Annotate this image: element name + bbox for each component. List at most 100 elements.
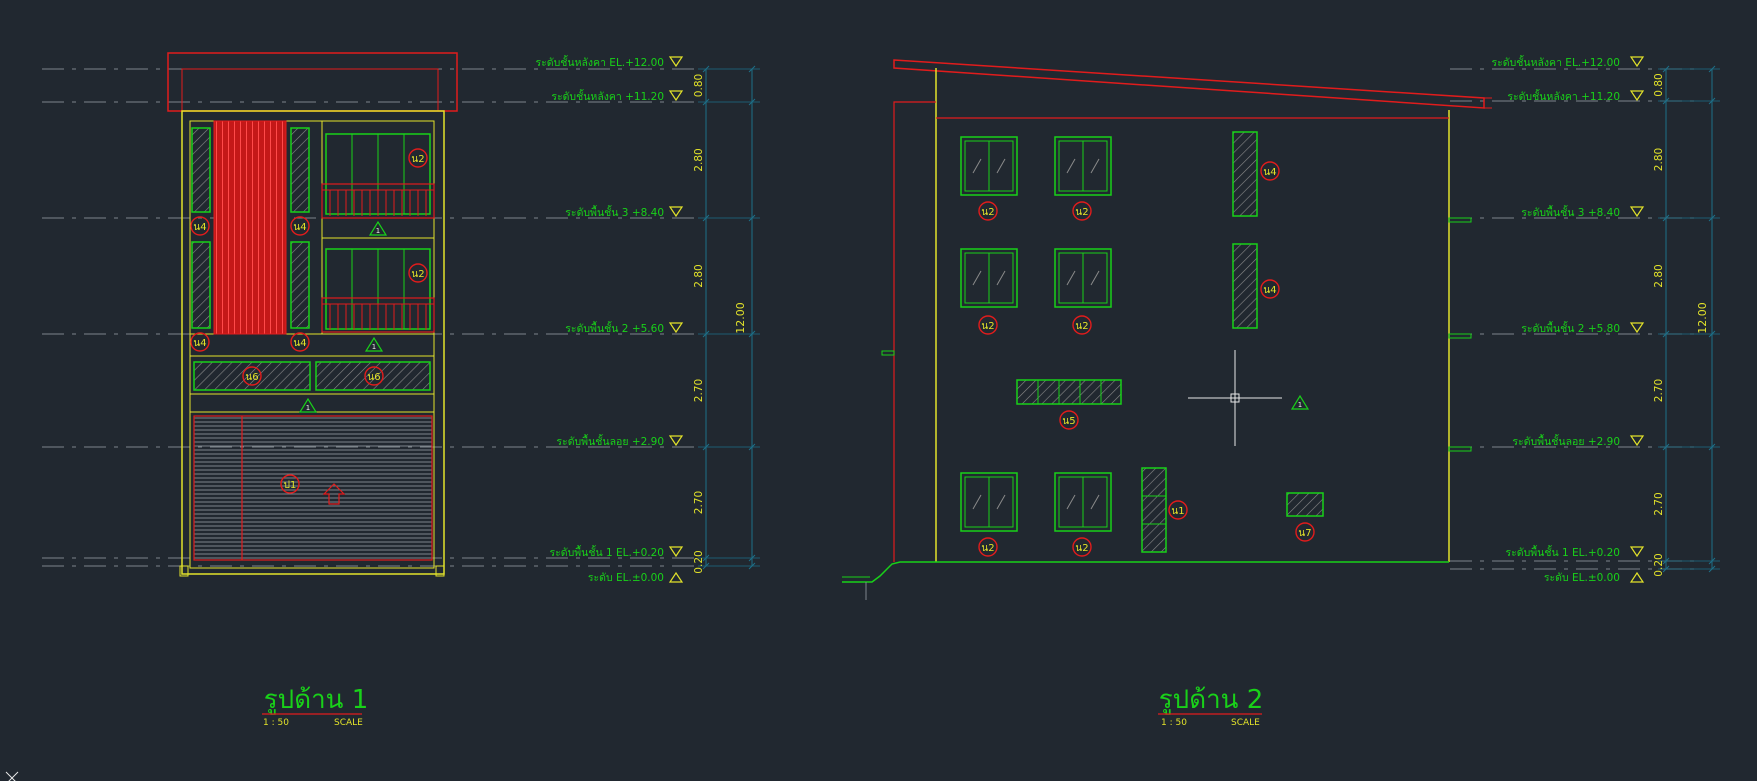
dimension-value: 2.70 bbox=[693, 491, 705, 514]
dimension-chain-right: 0.802.802.802.702.700.20 bbox=[1653, 65, 1720, 577]
level-labels-right: ระดับชั้นหลังคา EL.+12.00 ระดับชั้นหลังคา… bbox=[1492, 55, 1645, 584]
window-tag-circle bbox=[1072, 315, 1092, 335]
level-label: ระดับพื้นชั้น 1 EL.+0.20 bbox=[1505, 545, 1620, 559]
section-marker-icon bbox=[1290, 394, 1310, 410]
dimension-value: 2.70 bbox=[1653, 492, 1665, 515]
section-marker-label: 1 bbox=[1298, 401, 1302, 409]
level-marker-down-icon bbox=[1629, 435, 1645, 447]
window-tag-label: น2 bbox=[981, 321, 994, 332]
window-tag-circle bbox=[1072, 201, 1092, 221]
dimension-value: 0.80 bbox=[693, 74, 705, 97]
window-tag-circle bbox=[408, 148, 428, 168]
section-marker-label: 1 bbox=[306, 404, 310, 412]
window-tag-label: น4 bbox=[193, 222, 206, 233]
window-tag-label: ป1 bbox=[284, 480, 297, 491]
window-tag-circle bbox=[190, 332, 210, 352]
double-window bbox=[960, 248, 1018, 308]
window-tag-label: น2 bbox=[981, 543, 994, 554]
dimension-value: 2.70 bbox=[1653, 379, 1665, 402]
section-marker-icon bbox=[298, 397, 318, 413]
dimension-value: 0.20 bbox=[693, 550, 705, 573]
elevation-1 bbox=[42, 52, 700, 577]
window-tag-circle bbox=[290, 216, 310, 236]
window-tag-circle bbox=[280, 474, 300, 494]
level-label: ระดับชั้นหลังคา EL.+12.00 bbox=[536, 55, 665, 69]
window-tag-label: น2 bbox=[1075, 321, 1088, 332]
level-lines-left bbox=[42, 68, 700, 567]
side-windows-left bbox=[191, 127, 310, 329]
window-tag-label: น4 bbox=[1263, 167, 1276, 178]
section-marker-label: 1 bbox=[372, 343, 376, 351]
window-tag-label: น7 bbox=[1298, 528, 1311, 539]
dimension-value: 2.70 bbox=[693, 379, 705, 402]
strip-window bbox=[1016, 379, 1122, 405]
level-labels-left: ระดับชั้นหลังคา EL.+12.00 ระดับชั้นหลังคา… bbox=[536, 55, 684, 584]
window-tag-circle bbox=[978, 537, 998, 557]
section-markers-right: 1 bbox=[1290, 394, 1310, 410]
level-label: ระดับชั้นหลังคา +11.20 bbox=[551, 89, 664, 103]
level-label: ระดับพื้นชั้นลอย +2.90 bbox=[556, 434, 664, 448]
tall-window-3f bbox=[1232, 131, 1258, 217]
window-tag-label: น4 bbox=[293, 338, 306, 349]
elevation-2-scale: 1 : 50 bbox=[1161, 718, 1187, 728]
slanted-roof bbox=[893, 59, 1485, 109]
window-tag-label: น4 bbox=[293, 222, 306, 233]
roof-edge bbox=[181, 68, 439, 112]
window-tag-label: น2 bbox=[411, 269, 424, 280]
dimension-chain-left: 0.802.802.802.702.700.20 bbox=[693, 65, 760, 574]
elevation-1-scale-word: SCALE bbox=[334, 718, 363, 728]
level-marker-down-icon bbox=[668, 56, 684, 68]
level-label: ระดับชั้นหลังคา +11.20 bbox=[1507, 89, 1620, 103]
section-marker-icon bbox=[368, 220, 388, 236]
level-label: ระดับพื้นชั้น 1 EL.+0.20 bbox=[549, 545, 664, 559]
level-marker-up-icon bbox=[1629, 571, 1645, 583]
stacked-window bbox=[1141, 467, 1167, 553]
total-dim-right: 12.00 bbox=[1696, 302, 1709, 334]
level-marker-down-icon bbox=[668, 435, 684, 447]
level-marker-down-icon bbox=[1629, 90, 1645, 102]
window-tag-circle bbox=[1168, 500, 1188, 520]
window-tag-label: น4 bbox=[1263, 285, 1276, 296]
level-marker-down-icon bbox=[668, 322, 684, 334]
right-windows bbox=[960, 136, 1112, 532]
level-marker-down-icon bbox=[668, 206, 684, 218]
level-marker-down-icon bbox=[668, 546, 684, 558]
tall-window-2f bbox=[1232, 243, 1258, 329]
building-outline-left bbox=[181, 110, 445, 575]
dimension-value: 0.80 bbox=[1653, 73, 1665, 96]
window-tag-label: น4 bbox=[193, 338, 206, 349]
title-block-2: รูปด้าน 2 1 : 50 SCALE bbox=[1158, 685, 1263, 728]
dimension-value: 2.80 bbox=[693, 264, 705, 287]
level-label: ระดับพื้นชั้น 3 +8.40 bbox=[565, 205, 664, 219]
level-marker-up-icon bbox=[668, 571, 684, 583]
window-tag-circle bbox=[242, 366, 262, 386]
window-tag-circle bbox=[408, 263, 428, 283]
window-tag-label: น2 bbox=[411, 154, 424, 165]
level-marker-down-icon bbox=[1629, 56, 1645, 68]
level-label: ระดับพื้นชั้น 3 +8.40 bbox=[1521, 205, 1620, 219]
level-marker-down-icon bbox=[668, 90, 684, 102]
elevation-2-title: รูปด้าน 2 bbox=[1159, 685, 1264, 715]
window-tag-label: น2 bbox=[1075, 543, 1088, 554]
level-marker-down-icon bbox=[1629, 546, 1645, 558]
dimension-value: 2.80 bbox=[1653, 148, 1665, 171]
window-tag-circle bbox=[290, 332, 310, 352]
ucs-icon bbox=[5, 771, 19, 781]
rolling-shutter-door bbox=[193, 415, 433, 561]
level-marker-down-icon bbox=[1629, 322, 1645, 334]
elevation-1-title: รูปด้าน 1 bbox=[264, 685, 369, 715]
window-tag-circle bbox=[978, 315, 998, 335]
section-marker-label: 1 bbox=[376, 227, 380, 235]
window-tag-circle bbox=[1072, 537, 1092, 557]
title-block-1: รูปด้าน 1 1 : 50 SCALE bbox=[262, 685, 368, 728]
double-window bbox=[960, 136, 1018, 196]
elevation-2 bbox=[842, 59, 1700, 600]
double-window bbox=[1054, 472, 1112, 532]
window-tag-label: น2 bbox=[981, 207, 994, 218]
level-label: ระดับชั้นหลังคา EL.+12.00 bbox=[1492, 55, 1621, 69]
total-dim-left: 12.00 bbox=[734, 302, 747, 334]
double-window bbox=[1054, 136, 1112, 196]
